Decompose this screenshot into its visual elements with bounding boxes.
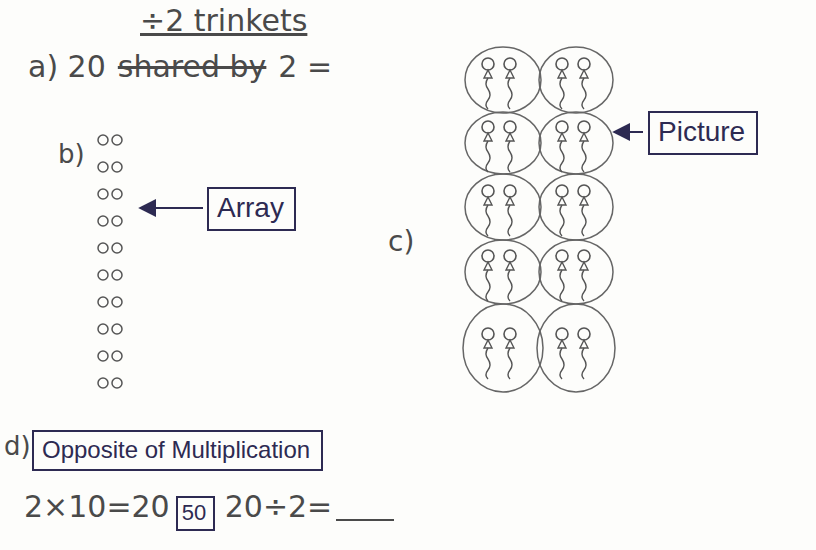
box-text: Array [217, 192, 286, 224]
concept-box: Opposite of Multiplication [32, 430, 323, 471]
question-start: a) 20 [28, 50, 106, 85]
group-circles [463, 47, 615, 392]
crossed-out-words: shared by [118, 50, 267, 85]
part-letter: b) [58, 140, 85, 170]
box-text: Opposite of Multiplication [42, 436, 313, 464]
picture-tag: Picture [648, 111, 758, 155]
array-tag: Array [207, 187, 296, 231]
leader-arrow [140, 207, 203, 209]
multiplication-fact: 2×10=20 [24, 490, 170, 525]
part-letter: c) [388, 226, 414, 258]
stick-figures [482, 58, 590, 379]
dot-array [98, 135, 122, 388]
box-text: 50 [182, 500, 209, 525]
part-letter: d) [4, 432, 31, 462]
division-heading: ÷2 trinkets [140, 4, 307, 39]
answer-blank [336, 519, 394, 521]
answer-box: 50 [176, 496, 215, 531]
division-question: 20÷2= [225, 490, 333, 525]
box-text: Picture [658, 116, 748, 148]
question-end: 2 = [278, 50, 332, 85]
leader-arrow [614, 131, 643, 133]
